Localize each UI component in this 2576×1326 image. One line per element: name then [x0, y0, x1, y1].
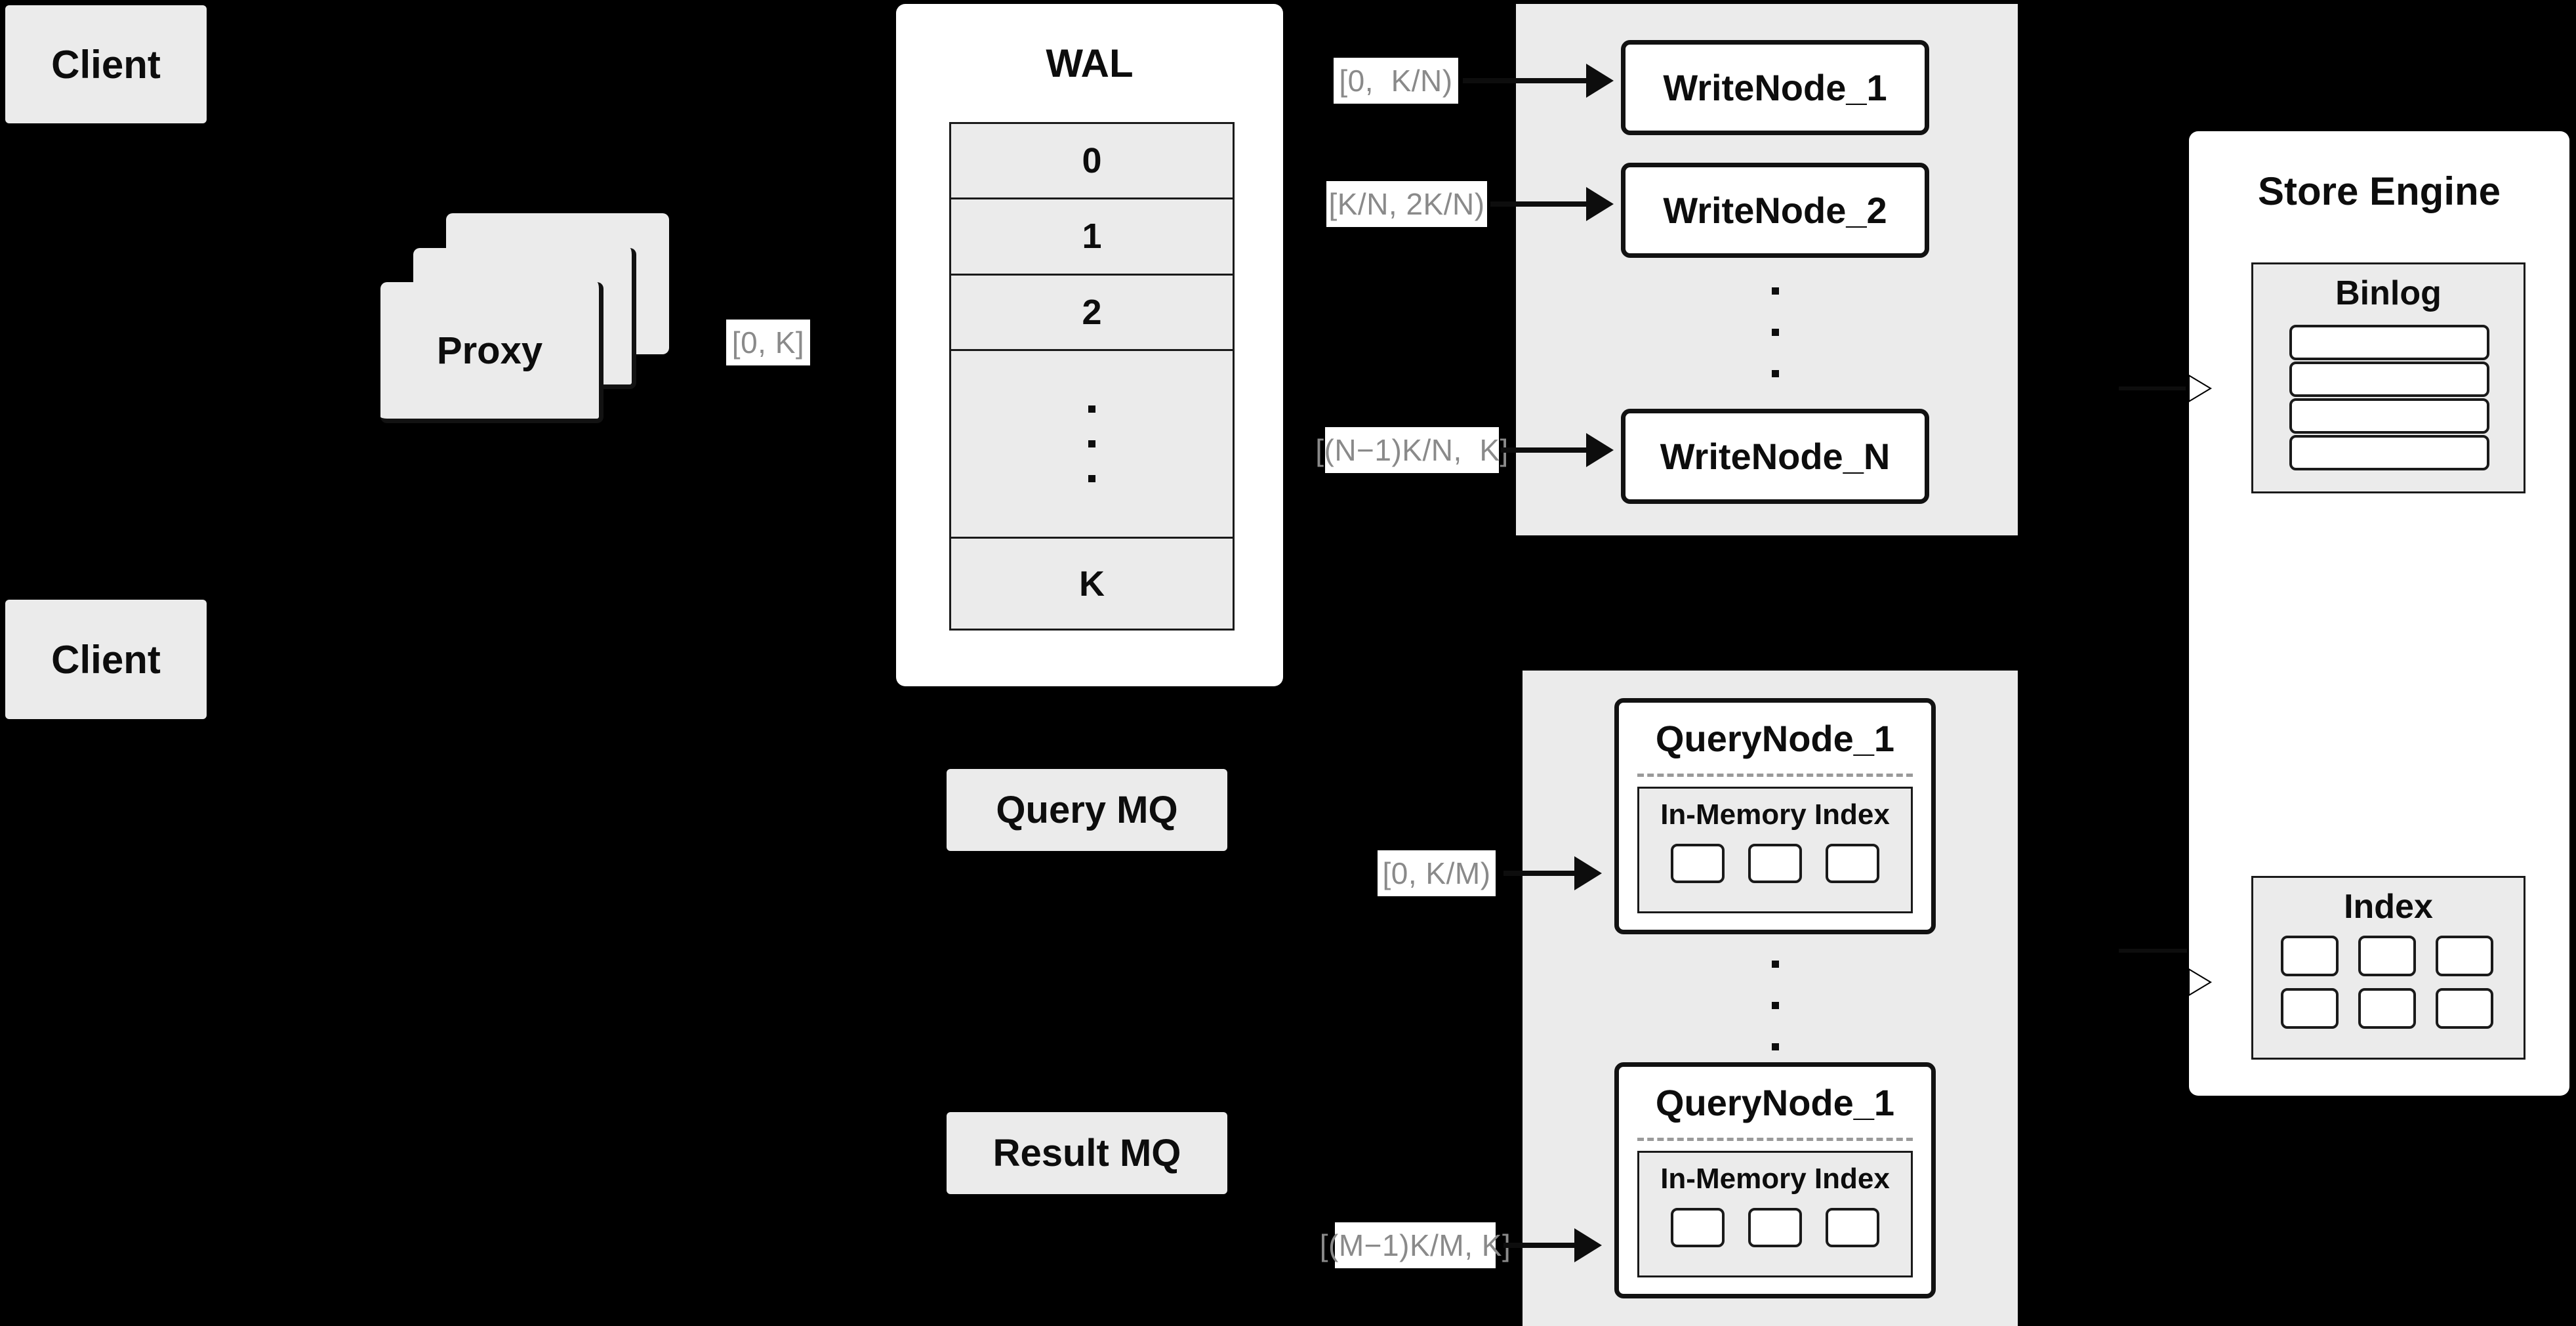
query-node-1[interactable]: QueryNode_1 In-Memory Index: [1614, 698, 1936, 934]
index-chip: [2358, 936, 2416, 976]
query-mq-node[interactable]: Query MQ: [947, 769, 1227, 851]
write-node-n-label: WriteNode_N: [1660, 436, 1891, 477]
index-chip: [2358, 988, 2416, 1029]
proxy-stack[interactable]: Proxy: [380, 213, 682, 436]
arrow-line-to-write-node-2: [1490, 201, 1587, 207]
index-chip: [1826, 1208, 1879, 1247]
vertical-ellipsis-icon: [1088, 405, 1095, 483]
write-node-n[interactable]: WriteNode_N: [1621, 409, 1929, 504]
proxy-card-front[interactable]: Proxy: [380, 282, 603, 423]
arrow-line-to-write-node-1: [1463, 78, 1587, 83]
store-engine-title: Store Engine: [2257, 169, 2501, 213]
arrow-head-to-write-node-n: [1586, 433, 1614, 467]
query-node-1-range-label: [0, K/M): [1378, 850, 1496, 896]
proxy-label: Proxy: [436, 329, 543, 372]
query-node-2-divider: [1637, 1138, 1913, 1141]
client-node-2-label: Client: [51, 637, 161, 682]
query-cluster-container: QueryNode_1 In-Memory Index QueryNode_1: [1523, 671, 2018, 1326]
index-chip: [2436, 988, 2493, 1029]
client-node-1[interactable]: Client: [5, 5, 207, 123]
index-chip: [1826, 844, 1879, 883]
wal-row: 2: [951, 275, 1233, 351]
client-node-2[interactable]: Client: [5, 600, 207, 719]
arrow-line-to-binlog: [2119, 386, 2187, 390]
wal-row-ellipsis: [951, 350, 1233, 539]
proxy-range-label: [0, K]: [726, 320, 810, 365]
write-node-2[interactable]: WriteNode_2: [1621, 163, 1929, 258]
in-memory-index-title-2: In-Memory Index: [1660, 1163, 1890, 1195]
query-node-2-range-label: [(M−1)K/M, K]: [1320, 1222, 1511, 1268]
write-node-1-range-label: [0, K/N): [1334, 58, 1458, 104]
arrow-head-to-index: [2186, 966, 2212, 998]
in-memory-index-box-2: In-Memory Index: [1637, 1151, 1913, 1277]
query-node-2-label: QueryNode_1: [1655, 1081, 1895, 1123]
arrow-line-to-query-node-1: [1503, 871, 1576, 876]
write-node-1[interactable]: WriteNode_1: [1621, 40, 1929, 135]
arrow-line-to-query-node-2: [1503, 1243, 1576, 1248]
write-node-2-range-label: [K/N, 2K/N): [1326, 181, 1487, 227]
client-node-1-label: Client: [51, 42, 161, 87]
wal-row: K: [951, 539, 1233, 629]
index-chip: [1671, 1208, 1725, 1247]
wal-table: 0 1 2 K: [949, 122, 1235, 631]
arrow-head-to-binlog: [2186, 373, 2212, 404]
arrow-head-to-query-node-1: [1574, 856, 1602, 890]
wal-panel: WAL 0 1 2 K: [896, 4, 1283, 686]
index-chip: [2436, 936, 2493, 976]
query-cluster-ellipsis-icon: [1768, 949, 1782, 1061]
write-node-1-label: WriteNode_1: [1663, 67, 1887, 108]
index-chip: [1748, 1208, 1802, 1247]
index-chip: [1748, 844, 1802, 883]
wal-row: 1: [951, 199, 1233, 276]
binlog-row: [2289, 435, 2489, 470]
binlog-row: [2289, 398, 2489, 434]
arrow-head-to-write-node-1: [1586, 64, 1614, 98]
binlog-row: [2289, 362, 2489, 397]
binlog-row: [2289, 325, 2489, 360]
in-memory-index-box-1: In-Memory Index: [1637, 787, 1913, 913]
store-engine-panel: Store Engine Binlog Index: [2189, 131, 2569, 1096]
binlog-title: Binlog: [2335, 274, 2442, 312]
write-node-n-range-label: [(N−1)K/N, K]: [1315, 427, 1508, 473]
result-mq-node[interactable]: Result MQ: [947, 1112, 1227, 1194]
wal-title: WAL: [1046, 41, 1134, 85]
write-cluster-ellipsis-icon: [1768, 276, 1782, 388]
result-mq-label: Result MQ: [992, 1132, 1181, 1174]
wal-row: 0: [951, 124, 1233, 200]
index-chip: [2281, 988, 2339, 1029]
write-cluster-container: WriteNode_1 WriteNode_2 WriteNode_N: [1516, 4, 2018, 535]
index-chip: [1671, 844, 1725, 883]
write-node-2-label: WriteNode_2: [1663, 190, 1887, 231]
query-node-2[interactable]: QueryNode_1 In-Memory Index: [1614, 1062, 1936, 1298]
query-mq-label: Query MQ: [996, 789, 1178, 831]
query-node-1-label: QueryNode_1: [1655, 717, 1895, 759]
arrow-head-to-query-node-2: [1574, 1228, 1602, 1262]
in-memory-index-title-1: In-Memory Index: [1660, 798, 1890, 831]
query-node-1-divider: [1637, 774, 1913, 777]
index-chip: [2281, 936, 2339, 976]
arrow-head-to-write-node-2: [1586, 187, 1614, 221]
binlog-box: Binlog: [2251, 262, 2525, 493]
arrow-line-to-write-node-n: [1501, 447, 1587, 453]
arrow-line-to-index: [2119, 949, 2187, 953]
index-title: Index: [2344, 888, 2433, 926]
index-box: Index: [2251, 876, 2525, 1060]
